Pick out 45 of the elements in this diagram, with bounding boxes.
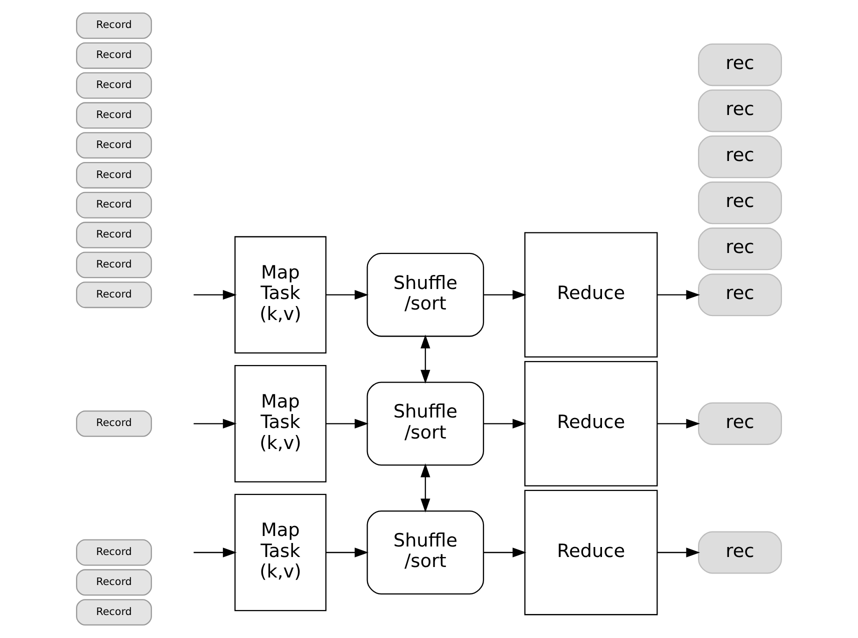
node-box: rec [698,182,782,224]
arrow [194,290,237,300]
node-box: Reduce [524,360,658,486]
arrow [326,548,369,558]
node-box: Record [76,282,152,308]
arrow [326,290,369,300]
arrow [194,418,237,429]
arrow [326,418,369,429]
node-box: Shuffle /sort [366,382,484,466]
node-box: rec [698,402,782,445]
node-box: Record [76,12,152,39]
node-box: Reduce [524,490,658,616]
arrow [657,290,700,300]
node-box: Record [76,410,152,437]
node-box: Shuffle /sort [366,252,484,337]
arrow [484,548,526,558]
node-box: Map Task (k,v) [234,494,326,612]
arrow [484,418,526,429]
node-box: Record [76,599,152,626]
node-box: rec [698,90,782,132]
node-box: Record [76,222,152,248]
node-box: rec [698,531,782,574]
node-box: Record [76,102,152,129]
node-box: rec [698,228,782,270]
node-box: Reduce [524,232,658,358]
node-box: Record [76,569,152,596]
node-box: rec [698,136,782,178]
node-box: rec [698,44,782,86]
arrow [420,334,430,384]
node-box: Record [76,132,152,159]
node-box: Record [76,252,152,278]
arrow [657,418,700,429]
node-box: Record [76,192,152,218]
arrow [420,463,430,512]
node-box: Shuffle /sort [366,510,484,594]
node-box: rec [698,274,782,316]
arrow [657,548,700,558]
node-box: Record [76,162,152,188]
node-box: Record [76,72,152,99]
arrow [194,548,237,558]
arrow [484,290,526,300]
node-box: Record [76,42,152,69]
node-box: Map Task (k,v) [234,236,326,354]
node-box: Record [76,539,152,566]
node-box: Map Task (k,v) [234,365,326,482]
